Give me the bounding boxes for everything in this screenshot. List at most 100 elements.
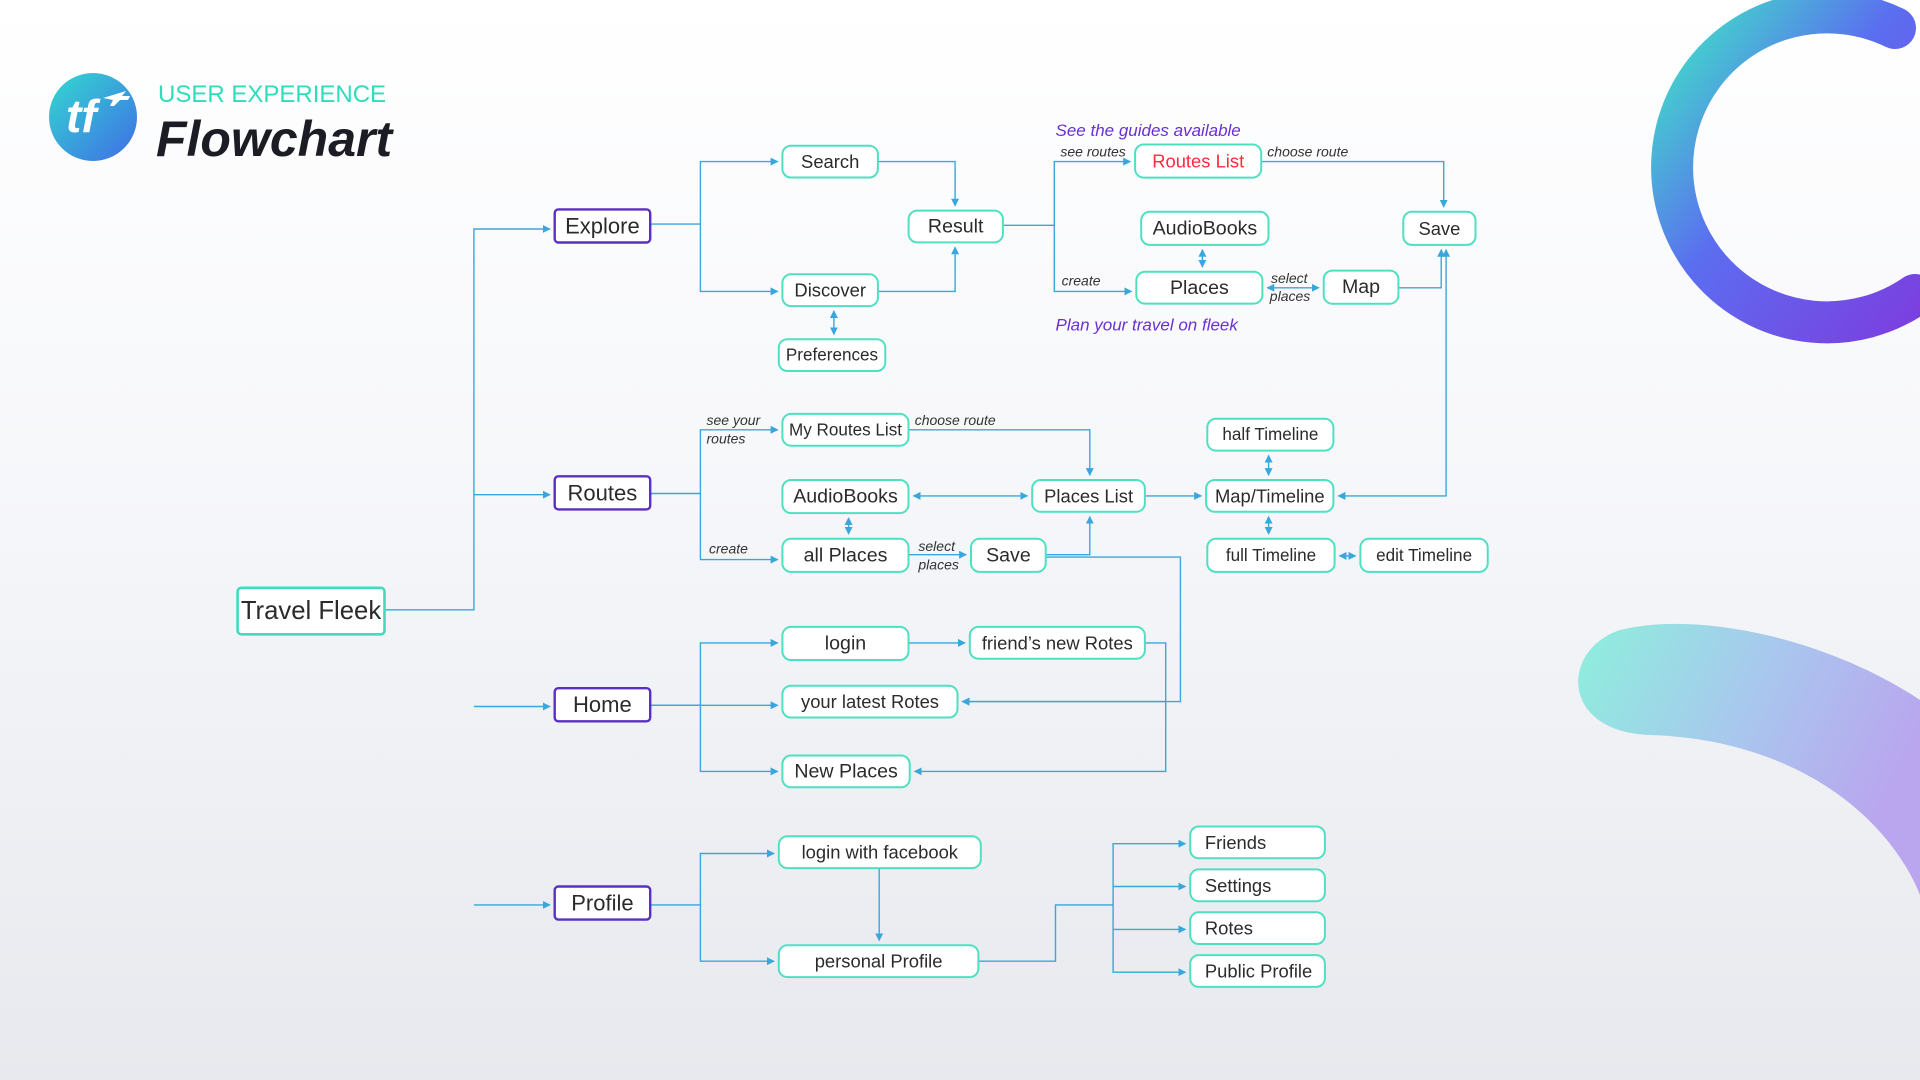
node-label: Profile <box>571 891 633 916</box>
node-label: Places List <box>1044 485 1133 506</box>
node-label: friend’s new Rotes <box>982 632 1133 653</box>
node-label: personal Profile <box>815 951 943 972</box>
node-label: Travel Fleek <box>241 597 382 625</box>
node-label: Friends <box>1205 832 1266 853</box>
node-label: Save <box>986 544 1031 566</box>
connector-discover-result <box>878 246 960 293</box>
node-save-routes[interactable]: Save <box>970 537 1047 573</box>
node-save-explore[interactable]: Save <box>1402 210 1477 246</box>
connector-map-save <box>1398 248 1446 289</box>
node-audiobooks-routes[interactable]: AudioBooks <box>781 479 910 515</box>
node-label: half Timeline <box>1222 425 1318 444</box>
svg-text:routes: routes <box>707 430 746 446</box>
connector-label-result-routes-list: see routes <box>1060 144 1125 160</box>
node-label: your latest Rotes <box>801 691 939 712</box>
connectors <box>384 157 1451 977</box>
node-home[interactable]: Home <box>553 687 652 723</box>
node-places-explore[interactable]: Places <box>1135 270 1264 305</box>
note-plan: Plan your travel on fleek <box>1056 316 1240 335</box>
node-label: AudioBooks <box>1153 217 1258 239</box>
svg-text:select: select <box>918 538 956 554</box>
svg-text:choose route: choose route <box>915 412 996 428</box>
node-full-timeline[interactable]: full Timeline <box>1206 537 1336 573</box>
svg-text:choose route: choose route <box>1267 144 1348 160</box>
node-friends-new-rotes[interactable]: friend’s new Rotes <box>968 625 1146 660</box>
node-routes-list[interactable]: Routes List <box>1134 143 1263 179</box>
node-result[interactable]: Result <box>907 209 1004 244</box>
node-personal-profile[interactable]: personal Profile <box>777 944 980 979</box>
connector-result-places <box>1053 225 1133 296</box>
node-label: Home <box>573 692 632 717</box>
node-label: Explore <box>565 213 640 238</box>
connector-routes-list-save <box>1261 160 1448 208</box>
header: tf USER EXPERIENCE Flowchart <box>49 73 394 167</box>
connector-profile-personal <box>699 904 775 966</box>
node-explore[interactable]: Explore <box>553 208 652 244</box>
connector-save-places-list <box>1045 515 1094 556</box>
connector-friends-rotes-latest <box>961 642 1167 706</box>
node-label: all Places <box>804 544 888 566</box>
node-login[interactable]: login <box>781 625 910 662</box>
svg-text:create: create <box>1062 272 1101 288</box>
logo-mark: tf <box>66 90 101 142</box>
connector-root-explore <box>384 225 551 611</box>
logo: tf <box>49 73 137 161</box>
node-label: Result <box>928 216 984 238</box>
node-label: Discover <box>794 280 866 301</box>
node-latest-rotes[interactable]: your latest Rotes <box>781 684 959 719</box>
decorative-band <box>1578 623 1920 895</box>
header-eyebrow: USER EXPERIENCE <box>158 81 386 108</box>
node-label: Routes List <box>1152 151 1244 172</box>
node-login-facebook[interactable]: login with facebook <box>777 835 982 870</box>
node-edit-timeline[interactable]: edit Timeline <box>1359 537 1489 573</box>
page-title: Flowchart <box>156 111 394 167</box>
node-new-places[interactable]: New Places <box>781 754 911 789</box>
node-label: Routes <box>568 480 638 505</box>
node-label: Settings <box>1205 875 1271 896</box>
node-label: Public Profile <box>1205 961 1312 982</box>
connector-friends-rotes-new-places <box>913 701 1167 776</box>
node-settings[interactable]: Settings <box>1189 868 1326 903</box>
node-label: login <box>825 633 866 655</box>
node-label: Places <box>1170 277 1229 299</box>
node-profile[interactable]: Profile <box>553 885 652 921</box>
node-label: Search <box>801 151 859 172</box>
node-routes[interactable]: Routes <box>553 475 652 511</box>
node-label: full Timeline <box>1226 546 1316 565</box>
node-map-timeline[interactable]: Map/Timeline <box>1205 479 1335 513</box>
node-rotes[interactable]: Rotes <box>1189 911 1326 946</box>
node-map[interactable]: Map <box>1322 269 1400 305</box>
node-discover[interactable]: Discover <box>781 273 879 308</box>
node-public-profile[interactable]: Public Profile <box>1189 954 1326 988</box>
node-label: My Routes List <box>789 420 902 439</box>
svg-text:places: places <box>917 556 958 572</box>
node-audiobooks-explore[interactable]: AudioBooks <box>1140 210 1270 246</box>
node-all-places[interactable]: all Places <box>781 537 910 573</box>
node-half-timeline[interactable]: half Timeline <box>1206 417 1335 452</box>
connector-my-routes-places-list <box>908 429 1094 477</box>
node-places-list[interactable]: Places List <box>1031 479 1146 513</box>
node-preferences[interactable]: Preferences <box>777 338 887 373</box>
connector-label-result-places: create <box>1062 272 1101 288</box>
connector-explore-search <box>650 157 779 225</box>
node-my-routes-list[interactable]: My Routes List <box>781 412 910 447</box>
svg-text:create: create <box>709 541 748 557</box>
node-friends[interactable]: Friends <box>1189 825 1326 860</box>
note-guides: See the guides available <box>1056 121 1241 140</box>
connector-search-result <box>878 160 960 207</box>
node-label: Map/Timeline <box>1215 485 1325 506</box>
decorative-ring <box>1651 0 1920 344</box>
connector-save-map-timeline <box>1337 248 1451 500</box>
node-travel-fleek[interactable]: Travel Fleek <box>236 586 386 636</box>
node-label: Map <box>1342 276 1380 298</box>
connector-label-my-routes-places-list: choose route <box>915 412 996 428</box>
node-label: Preferences <box>786 346 878 365</box>
node-search[interactable]: Search <box>781 144 879 179</box>
connector-profile-login-facebook <box>650 849 775 906</box>
node-label: AudioBooks <box>793 486 898 508</box>
